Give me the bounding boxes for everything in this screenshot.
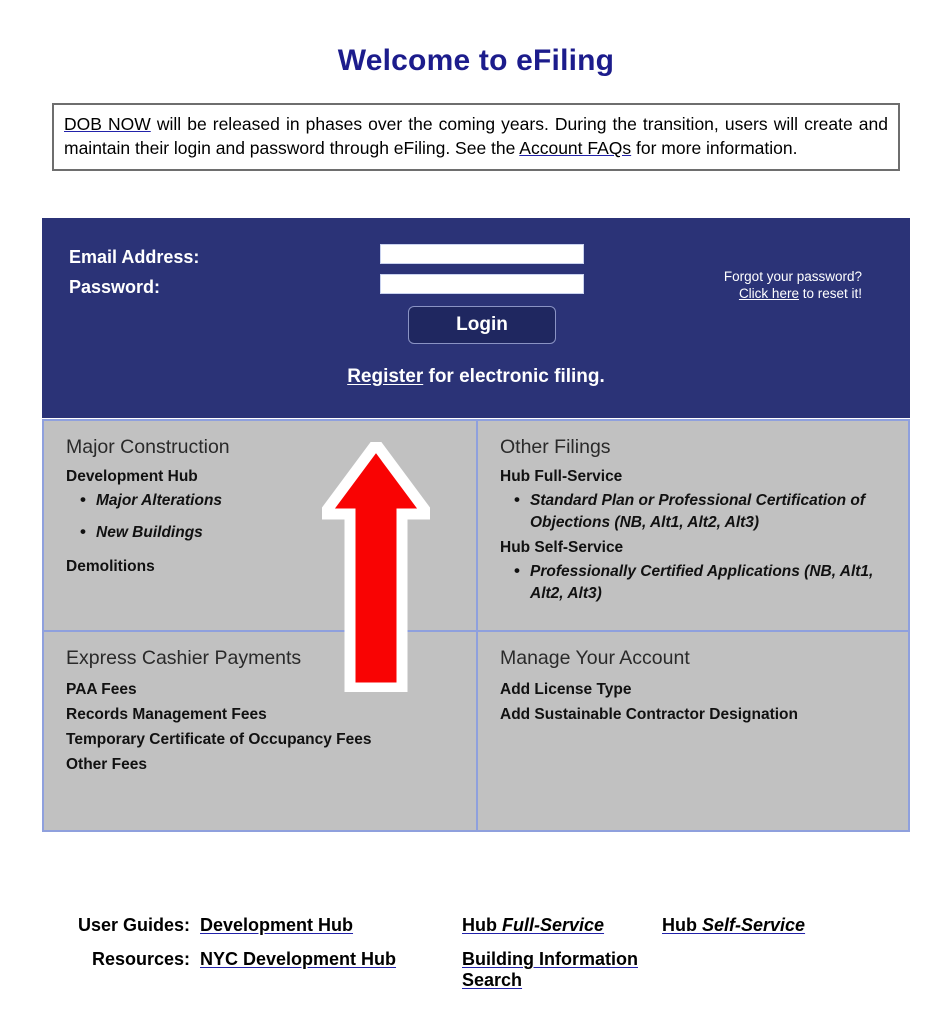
click-here-link[interactable]: Click here bbox=[738, 286, 799, 301]
nyc-development-hub-link[interactable]: NYC Development Hub bbox=[200, 949, 397, 969]
list-item[interactable]: Standard Plan or Professional Certificat… bbox=[514, 489, 890, 534]
panel-title-manage-your-account: Manage Your Account bbox=[500, 647, 690, 669]
list-item[interactable]: Professionally Certified Applications (N… bbox=[514, 560, 890, 605]
list-item[interactable]: PAA Fees bbox=[66, 681, 137, 698]
panel-title-other-filings: Other Filings bbox=[500, 436, 611, 458]
demolitions-item[interactable]: Demolitions bbox=[66, 558, 155, 575]
hub-self-service-prefix: Hub bbox=[662, 915, 702, 935]
panel-manage-your-account: Manage Your Account Add License Type Add… bbox=[476, 630, 908, 830]
dob-now-link[interactable]: DOB NOW bbox=[64, 114, 151, 134]
list-item[interactable]: Temporary Certificate of Occupancy Fees bbox=[66, 731, 372, 748]
reset-password-line: Click here to reset it! bbox=[632, 285, 862, 302]
hub-full-service-italic: Full-Service bbox=[502, 915, 605, 935]
footer-label-user-guides: User Guides: bbox=[77, 915, 190, 935]
list-item[interactable]: Add Sustainable Contractor Designation bbox=[500, 706, 798, 723]
hub-full-service-guide-link[interactable]: Hub Full-Service bbox=[462, 915, 604, 935]
list-item[interactable]: Add License Type bbox=[500, 681, 632, 698]
development-hub-guide-link[interactable]: Development Hub bbox=[200, 915, 354, 935]
footer-label-resources: Resources: bbox=[91, 949, 190, 969]
hub-full-service-heading[interactable]: Hub Full-Service bbox=[500, 468, 623, 485]
panel-major-construction: Major Construction Development Hub Major… bbox=[44, 421, 476, 630]
major-construction-bullet-list: Major Alterations New Buildings bbox=[66, 489, 458, 544]
list-item[interactable]: Other Fees bbox=[66, 756, 147, 773]
panel-title-express-cashier-payments: Express Cashier Payments bbox=[66, 647, 302, 669]
account-faqs-link[interactable]: Account FAQs bbox=[519, 138, 632, 158]
password-label: Password: bbox=[69, 277, 161, 297]
email-input[interactable] bbox=[380, 244, 584, 264]
hub-self-service-guide-link[interactable]: Hub Self-Service bbox=[662, 915, 805, 935]
hub-full-service-bullet-list: Standard Plan or Professional Certificat… bbox=[500, 489, 890, 534]
login-button[interactable]: Login bbox=[408, 306, 556, 344]
footer-row-user-guides: User Guides: Development Hub Hub Full-Se… bbox=[0, 915, 952, 949]
panel-other-filings: Other Filings Hub Full-Service Standard … bbox=[476, 421, 908, 630]
footer-cell: Hub Self-Service bbox=[662, 915, 862, 936]
footer-cell: Hub Full-Service bbox=[462, 915, 662, 936]
register-tail-text: for electronic filing. bbox=[423, 366, 605, 387]
register-link[interactable]: Register bbox=[347, 366, 424, 387]
login-panel: Email Address: Password: Login Forgot yo… bbox=[42, 218, 910, 418]
notice-text: DOB NOW will be released in phases over … bbox=[64, 112, 888, 160]
hub-self-service-heading[interactable]: Hub Self-Service bbox=[500, 539, 624, 556]
footer-cell: Building Information Search bbox=[462, 949, 662, 991]
page-title: Welcome to eFiling bbox=[337, 44, 615, 77]
hub-full-service-prefix: Hub bbox=[462, 915, 502, 935]
service-quadrant-grid: Major Construction Development Hub Major… bbox=[42, 419, 910, 832]
dob-now-notice-box: DOB NOW will be released in phases over … bbox=[52, 103, 900, 171]
building-information-search-link[interactable]: Building Information Search bbox=[462, 949, 638, 990]
list-item[interactable]: Records Management Fees bbox=[66, 706, 267, 723]
footer: User Guides: Development Hub Hub Full-Se… bbox=[0, 915, 952, 990]
password-input[interactable] bbox=[380, 274, 584, 294]
hub-self-service-bullet-list: Professionally Certified Applications (N… bbox=[500, 560, 890, 605]
notice-text-part2: for more information. bbox=[631, 138, 798, 158]
list-item[interactable]: Major Alterations bbox=[80, 489, 458, 512]
panel-express-cashier-payments: Express Cashier Payments PAA Fees Record… bbox=[44, 630, 476, 830]
register-line: Register for electronic filing. bbox=[42, 366, 910, 388]
notice-text-part1: will be released in phases over the comi… bbox=[64, 114, 888, 158]
forgot-password-text: Forgot your password? bbox=[723, 269, 862, 284]
footer-cell: NYC Development Hub bbox=[200, 949, 462, 970]
reset-password-tail: to reset it! bbox=[798, 286, 862, 301]
panel-title-major-construction: Major Construction bbox=[66, 436, 230, 458]
footer-row-resources: Resources: NYC Development Hub Building … bbox=[0, 949, 952, 990]
forgot-password-block: Forgot your password? Click here to rese… bbox=[632, 268, 862, 302]
development-hub-heading[interactable]: Development Hub bbox=[66, 468, 198, 485]
list-item[interactable]: New Buildings bbox=[80, 521, 458, 544]
footer-cell: Development Hub bbox=[200, 915, 462, 936]
hub-self-service-italic: Self-Service bbox=[702, 915, 806, 935]
email-address-label: Email Address: bbox=[69, 247, 200, 267]
